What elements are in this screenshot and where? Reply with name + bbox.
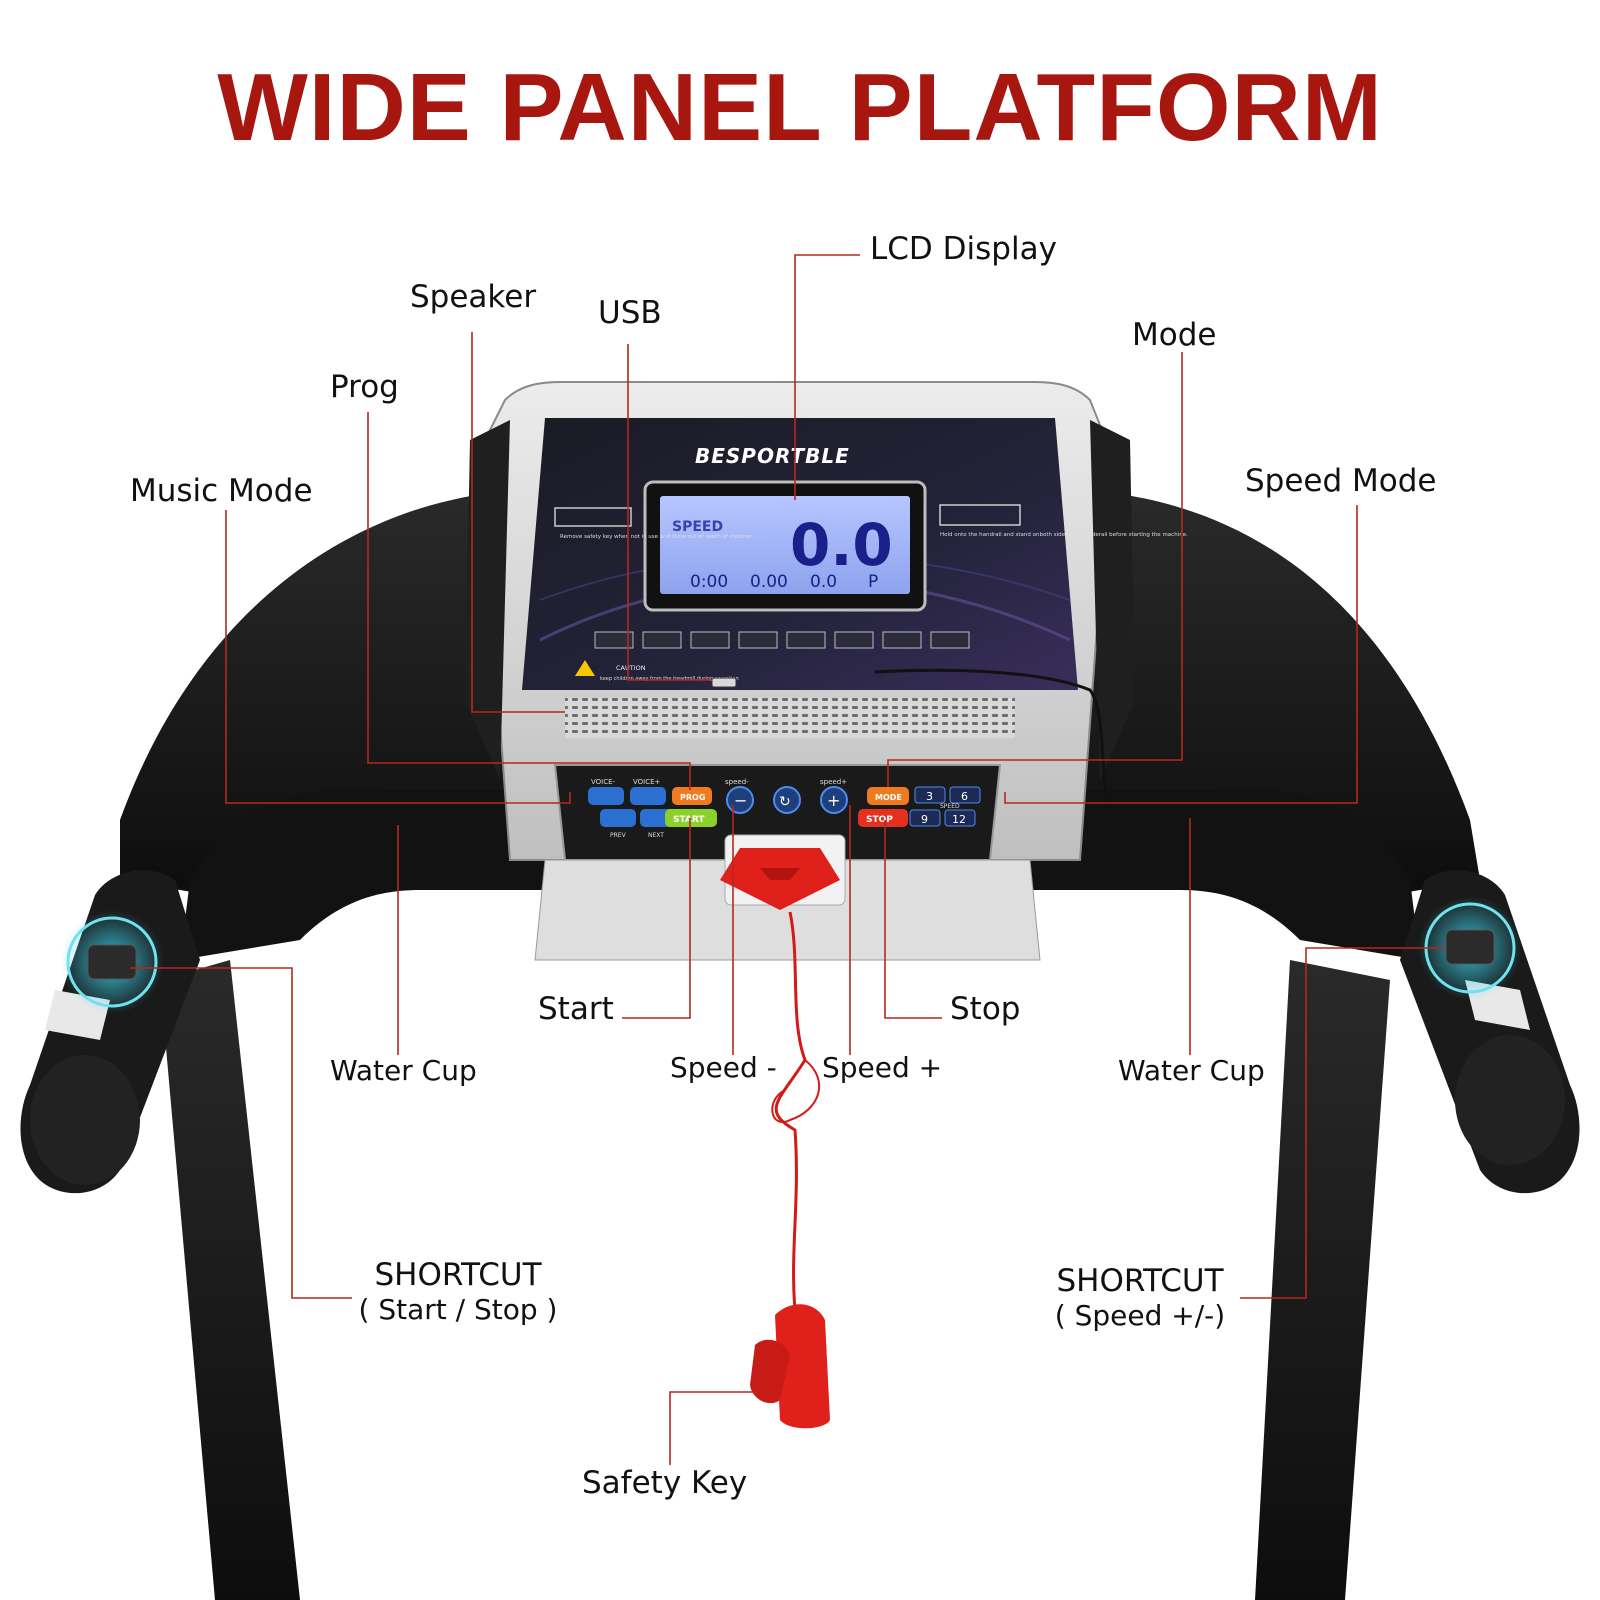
svg-text:6: 6 xyxy=(961,790,968,803)
callout-speed-plus: Speed + xyxy=(822,1051,943,1084)
callout-shortcut-left: SHORTCUT ( Start / Stop ) xyxy=(358,1257,558,1326)
safety-key-icon[interactable] xyxy=(720,848,840,910)
quick-speed-3-button[interactable]: 3 xyxy=(914,786,946,804)
callout-shortcut-left-sub: ( Start / Stop ) xyxy=(358,1292,558,1326)
console-base xyxy=(534,859,1041,961)
lcd-display: SPEED 0.0 0:00 0.00 0.0 P xyxy=(643,480,927,612)
callout-shortcut-right: SHORTCUT ( Speed +/-) xyxy=(1040,1263,1240,1332)
callout-speed-mode: Speed Mode xyxy=(1245,463,1437,499)
voice-plus-button[interactable]: VOICE+ xyxy=(630,778,666,805)
page-title: WIDE PANEL PLATFORM xyxy=(217,54,1383,161)
callout-lcd-display: LCD Display xyxy=(870,231,1057,267)
left-notice: Remove safety key when not in use and st… xyxy=(554,507,754,540)
quick-cycle-button[interactable]: ↻ xyxy=(773,786,801,814)
svg-text:12: 12 xyxy=(952,813,966,826)
lcd-speed-value: 0.0 xyxy=(790,511,893,579)
callout-start: Start xyxy=(538,991,614,1027)
callout-usb: USB xyxy=(598,295,662,331)
stop-button[interactable]: STOP xyxy=(858,809,908,827)
shortcut-start-stop-button[interactable] xyxy=(60,910,164,1014)
right-notice-text: Hold onto the handrail and stand onboth … xyxy=(940,532,1188,538)
svg-text:+: + xyxy=(827,791,840,810)
left-upright xyxy=(160,960,300,1600)
svg-text:VOICE+: VOICE+ xyxy=(633,778,661,786)
prog-button[interactable]: PROG xyxy=(672,787,712,805)
callout-shortcut-left-title: SHORTCUT xyxy=(374,1257,542,1293)
safety-key-clip[interactable] xyxy=(750,1304,830,1429)
caution-detail-text: keep children away from the treadmill du… xyxy=(600,676,739,682)
callout-shortcut-right-sub: ( Speed +/-) xyxy=(1054,1298,1226,1332)
lcd-readout-distance: 0.00 xyxy=(750,572,788,592)
quick-speed-label: SPEED xyxy=(940,803,960,810)
svg-text:−: − xyxy=(734,791,747,810)
callout-speaker: Speaker xyxy=(410,279,537,315)
svg-text:9: 9 xyxy=(921,813,928,826)
svg-text:3: 3 xyxy=(926,790,933,803)
warning-triangle-icon xyxy=(575,660,595,676)
lcd-readout-time: 0:00 xyxy=(690,572,728,592)
start-button[interactable]: START xyxy=(665,809,717,827)
svg-text:NEXT: NEXT xyxy=(648,832,664,839)
callout-speed-minus: Speed - xyxy=(670,1051,777,1084)
right-notice: Hold onto the handrail and stand onboth … xyxy=(939,504,1188,538)
voice-minus-button[interactable]: VOICE- xyxy=(588,778,624,805)
callout-prog: Prog xyxy=(330,369,399,405)
usb-port-icon[interactable] xyxy=(711,677,737,688)
runner-icon xyxy=(939,504,1021,526)
svg-text:speed-: speed- xyxy=(725,778,749,786)
callout-stop: Stop xyxy=(950,991,1021,1027)
callout-shortcut-right-title: SHORTCUT xyxy=(1056,1263,1224,1299)
leader-lines xyxy=(130,254,1445,1465)
svg-text:MODE: MODE xyxy=(875,793,902,802)
prev-button[interactable]: PREV xyxy=(600,809,636,839)
callout-mode: Mode xyxy=(1132,317,1217,353)
caution-text: CAUTION xyxy=(616,664,646,672)
svg-text:PROG: PROG xyxy=(680,793,705,802)
lcd-readout-program: P xyxy=(868,572,878,592)
speed-plus-button[interactable]: + speed+ xyxy=(820,778,848,814)
svg-text:STOP: STOP xyxy=(866,815,893,825)
svg-text:PREV: PREV xyxy=(610,832,627,839)
callout-water-cup-left: Water Cup xyxy=(330,1054,477,1087)
quick-speed-12-button[interactable]: 12 xyxy=(944,809,976,827)
safety-cord xyxy=(774,911,807,1311)
mode-button[interactable]: MODE xyxy=(867,787,909,805)
callout-music-mode: Music Mode xyxy=(130,473,313,509)
callout-water-cup-right: Water Cup xyxy=(1118,1054,1265,1087)
left-notice-text: Remove safety key when not in use and st… xyxy=(560,534,754,540)
lcd-speed-label: SPEED xyxy=(672,519,723,535)
brand-logo: BESPORTBLE xyxy=(695,444,850,468)
lcd-readout-calories: 0.0 xyxy=(810,572,837,592)
right-upright xyxy=(1255,960,1390,1600)
svg-text:↻: ↻ xyxy=(779,794,791,810)
callout-safety-key: Safety Key xyxy=(582,1465,748,1501)
program-icons-row xyxy=(594,631,970,649)
svg-text:speed+: speed+ xyxy=(820,778,847,786)
quick-speed-6-button[interactable]: 6 xyxy=(949,786,981,804)
quick-speed-9-button[interactable]: 9 xyxy=(909,809,941,827)
svg-text:VOICE-: VOICE- xyxy=(591,778,616,786)
speaker-grill xyxy=(565,698,1015,738)
